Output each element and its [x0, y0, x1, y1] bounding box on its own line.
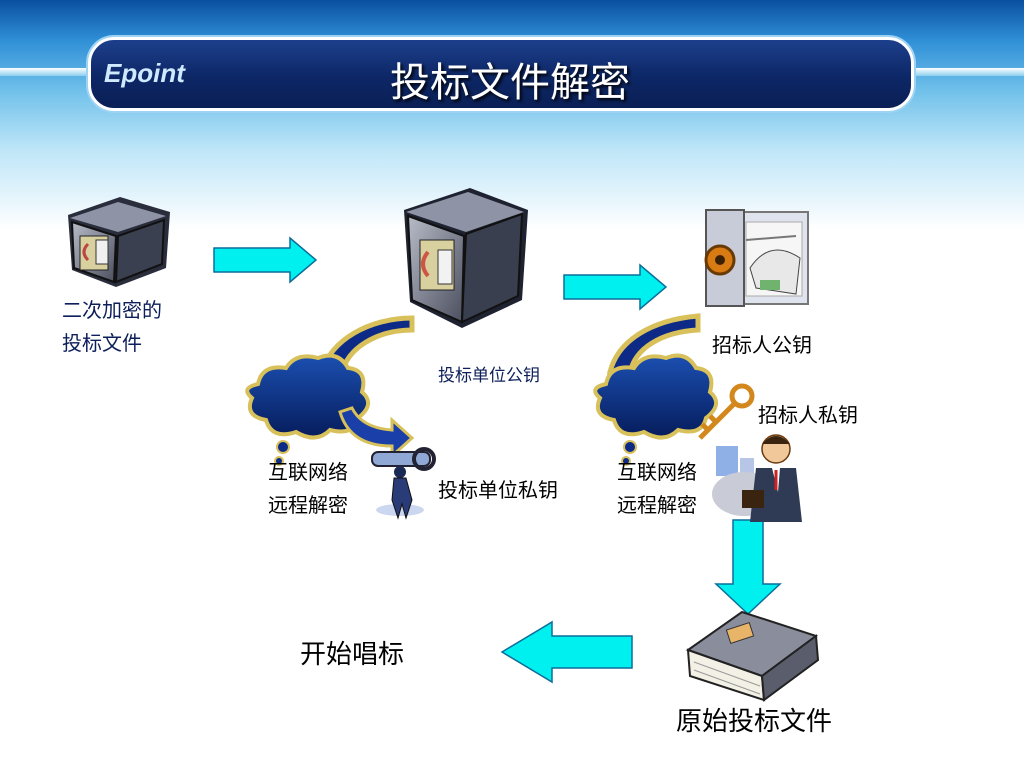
label-remote-decrypt-1-line2: 远程解密	[268, 493, 348, 517]
man-with-key-icon	[371, 447, 436, 520]
label-original-bid-file: 原始投标文件	[676, 707, 833, 737]
arrow-down	[714, 519, 782, 616]
arrow-right-1	[213, 236, 318, 284]
label-remote-decrypt-1-line1: 互联网络	[268, 460, 348, 484]
safe-icon-open	[704, 209, 809, 307]
label-tenderer-public-key: 招标人公钥	[712, 333, 812, 357]
label-start-bid-opening: 开始唱标	[300, 640, 405, 670]
label-remote-decrypt-2-line1: 互联网络	[617, 460, 697, 484]
businessman-icon	[712, 434, 802, 522]
bent-arrow-to-key	[338, 406, 415, 460]
page-title: 投标文件解密	[390, 60, 630, 106]
arrow-right-2	[563, 263, 668, 311]
header-line-left	[0, 68, 92, 76]
curve-connector-right	[606, 313, 701, 377]
label-remote-decrypt-2-line2: 远程解密	[617, 493, 697, 517]
label-bidder-public-key: 投标单位公钥	[438, 366, 540, 386]
brass-key-icon	[698, 383, 755, 440]
safe-icon-encrypted	[68, 197, 170, 287]
safe-icon-bidder	[404, 188, 528, 328]
arrow-left	[500, 620, 633, 684]
label-bidder-private-key: 投标单位私钥	[438, 478, 558, 502]
epoint-logo: Epoint	[104, 58, 185, 88]
header-bar	[88, 37, 914, 111]
label-encrypted-file-line2: 投标文件	[62, 331, 142, 355]
cloud-icon-right	[593, 353, 718, 466]
header-line-right	[910, 68, 1024, 76]
book-icon	[685, 610, 820, 702]
label-tenderer-private-key: 招标人私钥	[758, 403, 858, 427]
label-encrypted-file-line1: 二次加密的	[62, 298, 162, 322]
